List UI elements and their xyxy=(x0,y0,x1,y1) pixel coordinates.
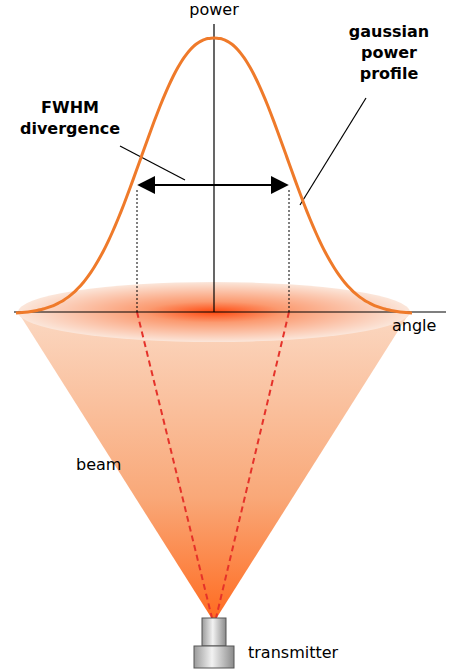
transmitter-body xyxy=(194,646,234,668)
leader-line xyxy=(300,98,366,205)
transmitter-head xyxy=(202,618,226,646)
fwhm-ray xyxy=(137,312,212,618)
axis-label: power xyxy=(189,0,239,21)
gaussian-curve xyxy=(16,38,412,313)
part-label: beam xyxy=(76,455,136,476)
part-label: transmitter xyxy=(248,643,358,664)
fwhm-ray xyxy=(216,312,289,618)
projection-line xyxy=(289,190,290,312)
fwhm-arrow xyxy=(139,184,287,186)
callout-label: FWHM divergence xyxy=(20,98,120,140)
angle-axis xyxy=(14,311,446,312)
leader-line xyxy=(120,146,185,180)
beam-cone xyxy=(18,312,410,622)
power-axis xyxy=(213,24,214,312)
projection-line xyxy=(137,190,138,312)
axis-label: angle xyxy=(392,316,448,337)
callout-label: gaussian power profile xyxy=(330,22,448,84)
